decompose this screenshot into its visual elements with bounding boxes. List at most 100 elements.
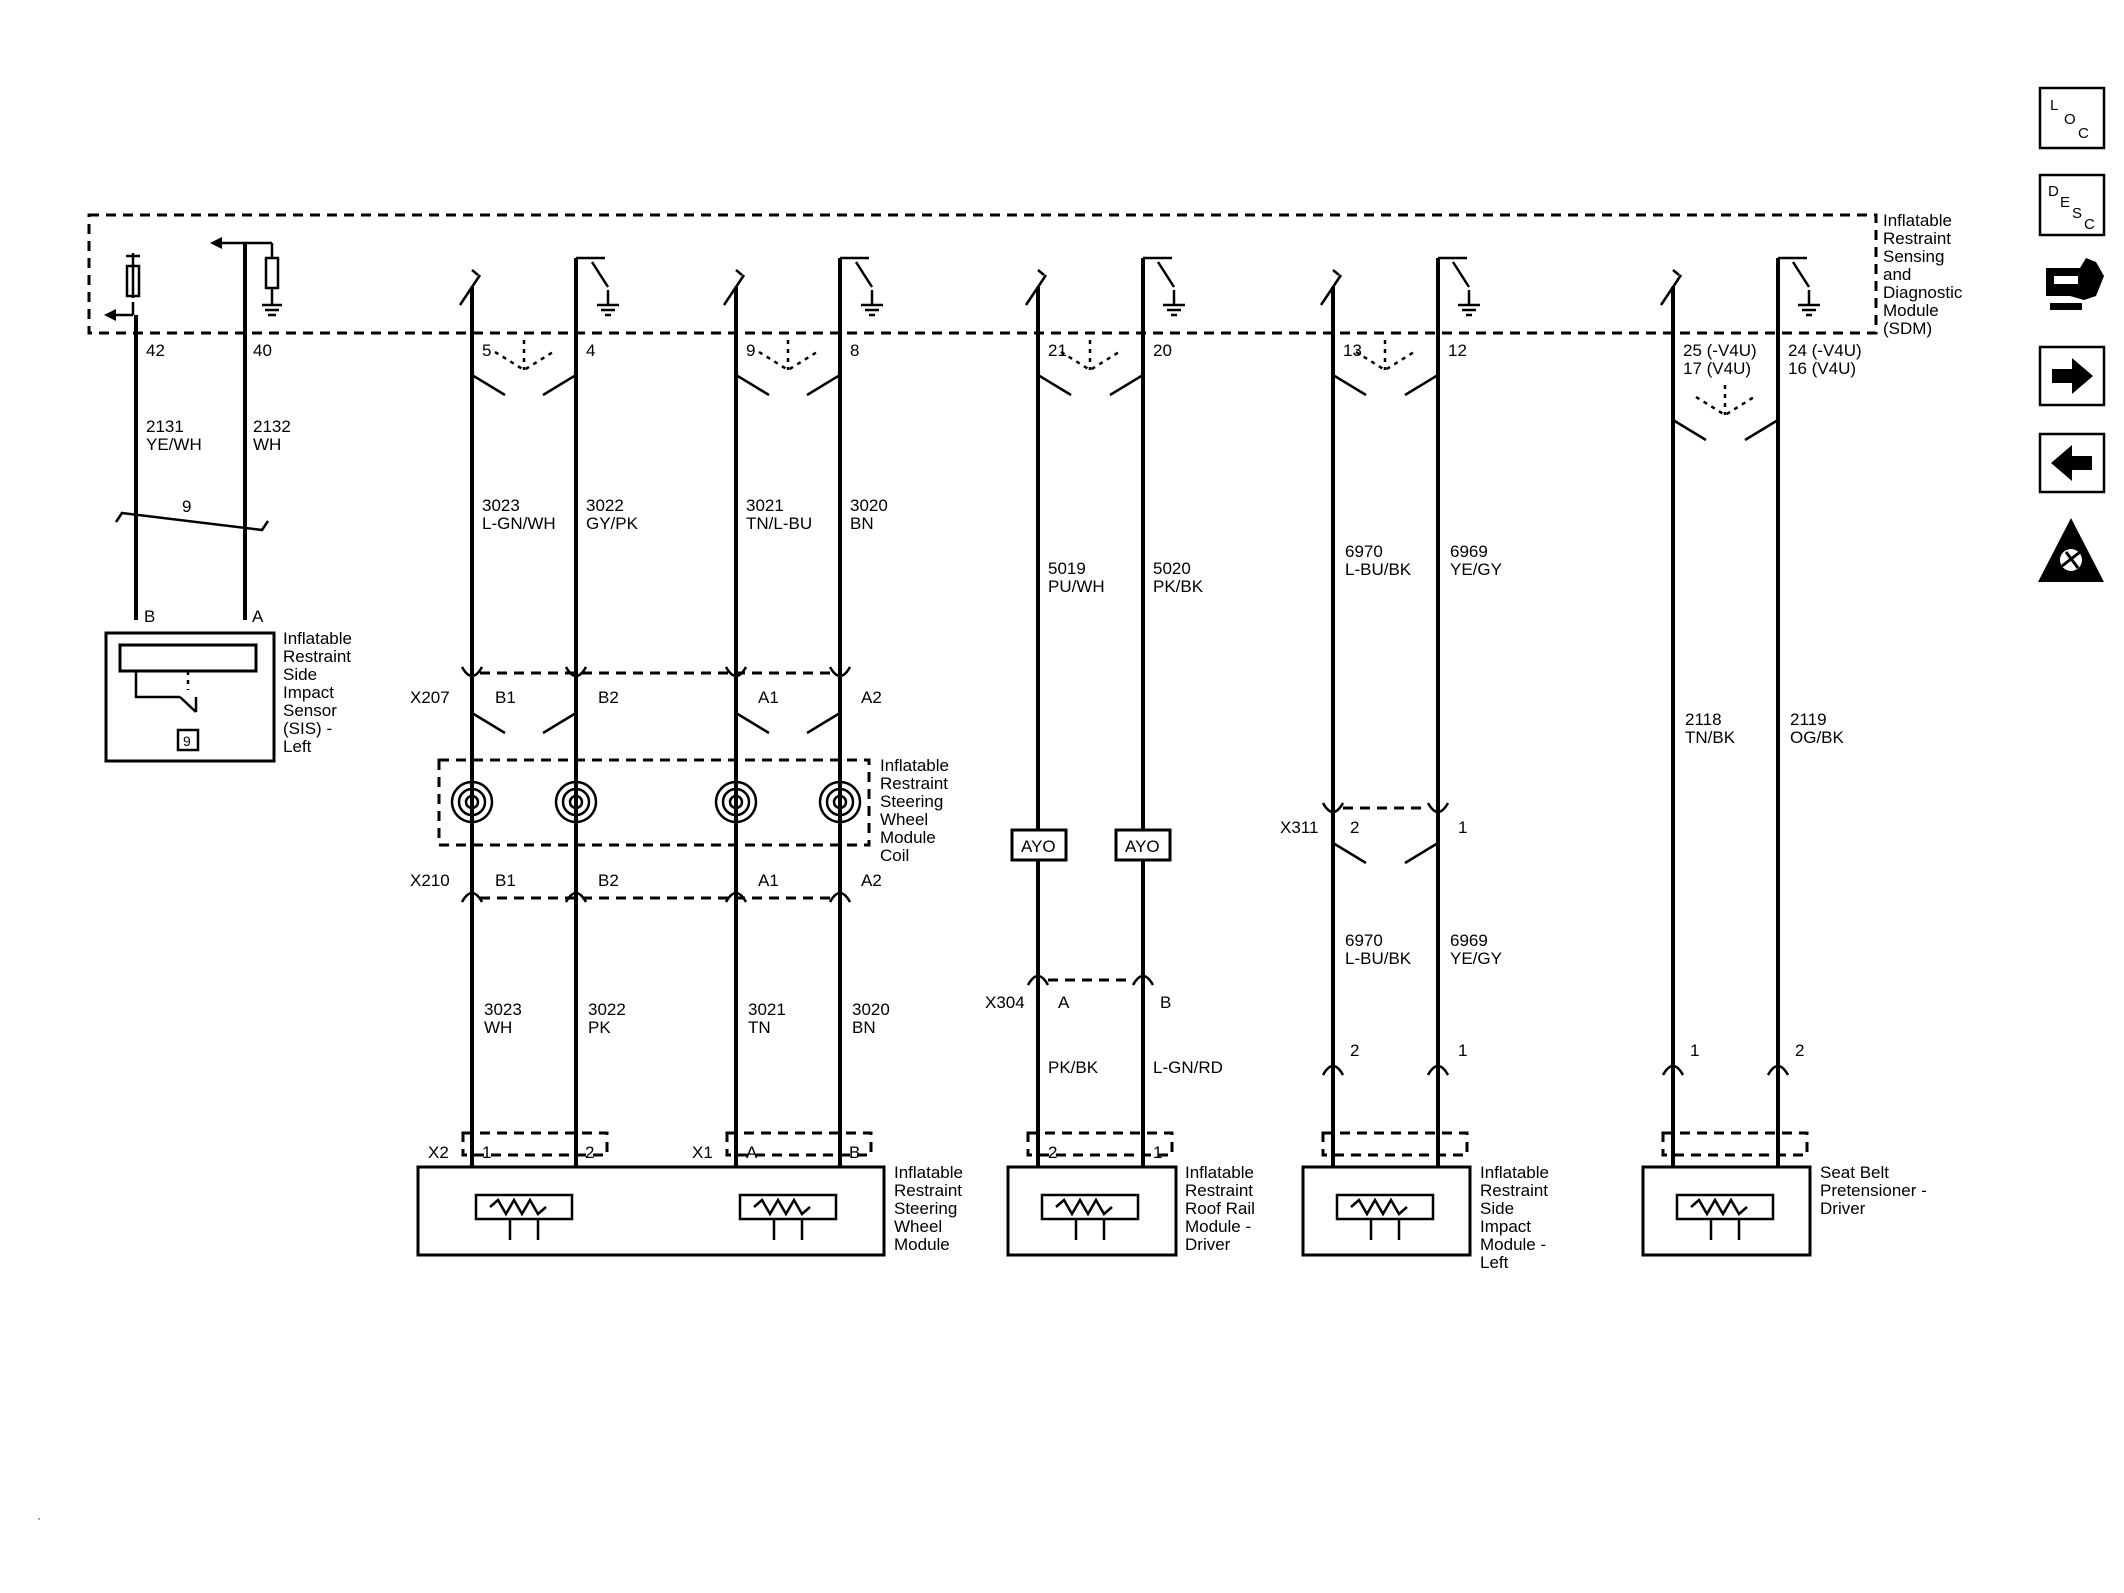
diagram-label: Module (1883, 301, 1939, 320)
diagram-label: Module (894, 1235, 950, 1254)
diagram-label: TN/L-BU (746, 514, 812, 533)
diagram-label: Left (1480, 1253, 1509, 1272)
diagram-label: 3022 (588, 1000, 626, 1019)
diagram-label: L (2050, 97, 2058, 114)
diagram-label: X207 (410, 688, 450, 707)
pretensioner-circuit: 25 (-V4U) 17 (V4U) 24 (-V4U) 16 (V4U) 21… (1641, 256, 1927, 1257)
diagram-label: L-GN/WH (482, 514, 556, 533)
diagram-label: 5019 (1048, 559, 1086, 578)
diagram-label: Sensing (1883, 247, 1944, 266)
diagram-label: TN/BK (1685, 728, 1736, 747)
diagram-label: A (252, 607, 264, 626)
diagram-label: Coil (880, 846, 909, 865)
diagram-label: Left (283, 737, 312, 756)
warning-icon[interactable] (2038, 518, 2104, 582)
arrow-right-icon (2052, 358, 2093, 394)
diagram-label: Impact (283, 683, 334, 702)
diagram-label: WH (253, 435, 281, 454)
nav-desc-button[interactable]: D E S C (2038, 173, 2106, 237)
squib-icon (1675, 1193, 1775, 1240)
diagram-label: WH (484, 1018, 512, 1037)
sdm-boundary (87, 213, 1878, 335)
diagram-label: Inflatable (880, 756, 949, 775)
diagram-label: AYO (1125, 837, 1160, 856)
side-impact-module-box (1301, 1165, 1472, 1257)
connector-tool-icon[interactable] (2046, 258, 2104, 310)
pretensioner-box (1641, 1165, 1812, 1257)
diagram-label: 1 (1153, 1143, 1162, 1162)
diagram-label: B2 (598, 688, 619, 707)
diagram-label: Restraint (1185, 1181, 1253, 1200)
diagram-label: 3021 (748, 1000, 786, 1019)
diagram-label: 9 (746, 341, 755, 360)
diagram-label: 3021 (746, 496, 784, 515)
diagram-label: X210 (410, 871, 450, 890)
ayo-option-box (1010, 828, 1068, 862)
roof-rail-module-box (1006, 1165, 1178, 1257)
diagram-label: PU/WH (1048, 577, 1105, 596)
diagram-label: Roof Rail (1185, 1199, 1255, 1218)
diagram-label: Restraint (1480, 1181, 1548, 1200)
diagram-label: Inflatable (283, 629, 352, 648)
diagram-label: 2 (1048, 1143, 1057, 1162)
sis-component-label: Inflatable Restraint Side Impact Sensor … (283, 629, 352, 756)
nav-back-button[interactable] (2038, 432, 2106, 494)
pin-42: 42 (146, 341, 165, 360)
diagram-label: B2 (598, 871, 619, 890)
diagram-label: 2 (1350, 818, 1359, 837)
diagram-label: 1 (1458, 1041, 1467, 1060)
diagram-label: 4 (586, 341, 595, 360)
diagram-label: 5020 (1153, 559, 1191, 578)
steering-circuit: 5 4 9 8 3023 L-GN/WH 3022 GY/PK 3021 TN/… (410, 256, 963, 1257)
diagram-label: 2132 (253, 417, 291, 436)
diagram-label: (SIS) - (283, 719, 332, 738)
diagram-label: 2 (1350, 1041, 1359, 1060)
diagram-label: (SDM) (1883, 319, 1932, 338)
squib-icon (474, 1193, 838, 1240)
diagram-label: A (1058, 993, 1070, 1012)
diagram-label: 3020 (852, 1000, 890, 1019)
diagram-label: 5 (482, 341, 491, 360)
diagram-label: PK (588, 1018, 611, 1037)
diagram-label: TN (748, 1018, 771, 1037)
diagram-label: 2118 (1685, 710, 1722, 729)
diagram-label: 2 (585, 1143, 594, 1162)
diagram-label: A (746, 1143, 758, 1162)
diagram-label: 2131 (146, 417, 184, 436)
diagram-label: AYO (1021, 837, 1056, 856)
diagram-label: 3023 (484, 1000, 522, 1019)
x210-connector: X210 B1 B2 A1 A2 (410, 871, 882, 903)
diagram-label: GY/PK (586, 514, 639, 533)
diagram-label: C (2084, 216, 2095, 233)
sdm-switch-group (458, 256, 883, 1210)
clockspring-icon (450, 780, 862, 824)
coil-label: Inflatable Restraint Steering Wheel Modu… (880, 756, 949, 865)
diagram-label: 20 (1153, 341, 1172, 360)
diagram-label: L-BU/BK (1345, 560, 1412, 579)
squib-icon (1335, 1193, 1435, 1240)
twisted-pair-symbol (114, 511, 270, 532)
nav-forward-button[interactable] (2038, 345, 2106, 407)
diagram-label: Inflatable (894, 1163, 963, 1182)
sis-circuit: 42 40 2131 YE/WH 2132 WH 9 B A 9 Inflata… (104, 237, 352, 763)
diagram-label: Wheel (894, 1217, 942, 1236)
diagram-label: 25 (-V4U) (1683, 341, 1757, 360)
roof-rail-circuit: 21 20 5019 PU/WH 5020 PK/BK AYO AYO X304… (985, 256, 1255, 1257)
diagram-label: L-BU/BK (1345, 949, 1412, 968)
nav-loc-button[interactable]: L O C (2038, 86, 2106, 150)
twist-label: 9 (182, 497, 191, 516)
diagram-label: OG/BK (1790, 728, 1845, 747)
ayo-option-box (1114, 828, 1172, 862)
diagram-label: B (1160, 993, 1171, 1012)
steering-module-box (416, 1165, 886, 1257)
x207-connector: X207 B1 B2 A1 A2 (410, 666, 882, 735)
diagram-label: Module - (1480, 1235, 1546, 1254)
arrow-left-icon (2051, 445, 2092, 481)
diagram-label: 16 (V4U) (1788, 359, 1856, 378)
diagram-label: Side (283, 665, 317, 684)
roof-rail-module-label: Inflatable Restraint Roof Rail Module - … (1185, 1163, 1255, 1254)
diagram-label: Restraint (1883, 229, 1951, 248)
diagram-label: 6970 (1345, 542, 1383, 561)
diagram-label: A2 (861, 688, 882, 707)
